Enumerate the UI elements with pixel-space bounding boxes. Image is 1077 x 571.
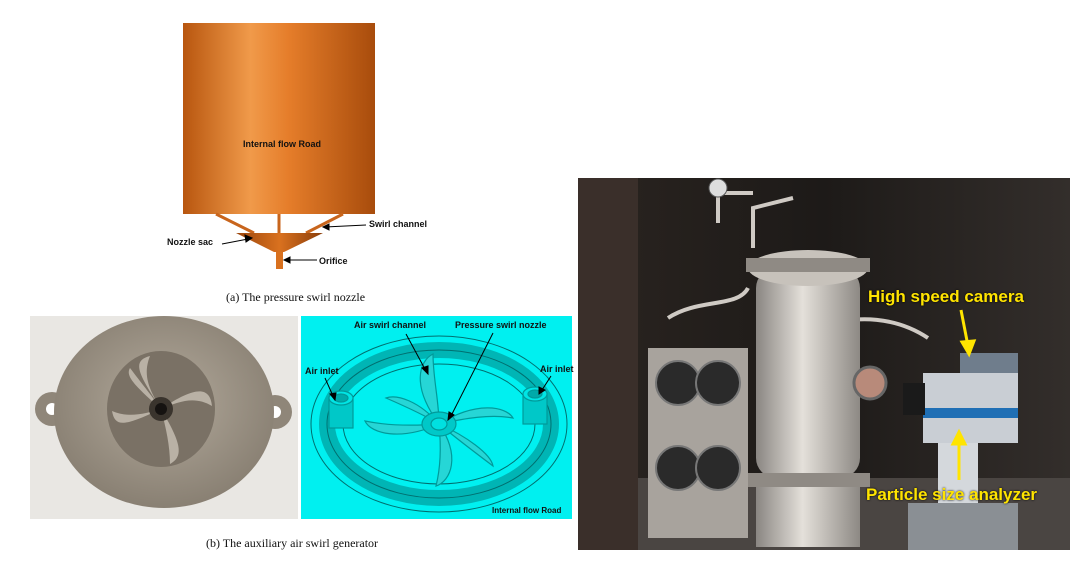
swirl-generator-photo bbox=[30, 316, 298, 519]
experimental-setup-photo bbox=[578, 178, 1070, 550]
pressure-swirl-nozzle-label: Pressure swirl nozzle bbox=[455, 320, 547, 330]
nozzle-diagram bbox=[183, 23, 375, 269]
nozzle-sac bbox=[236, 233, 323, 252]
orifice-label: Orifice bbox=[319, 256, 348, 266]
caption-b: (b) The auxiliary air swirl generator bbox=[206, 536, 379, 550]
air-inlet-left-label: Air inlet bbox=[305, 366, 339, 376]
swirl-generator-cad bbox=[301, 316, 572, 519]
particle-size-analyzer-label: Particle size analyzer bbox=[866, 485, 1038, 504]
swirl-channel-label: Swirl channel bbox=[369, 219, 428, 229]
caption-a: (a) The pressure swirl nozzle bbox=[226, 290, 366, 304]
orifice bbox=[276, 252, 283, 269]
internal-flow-cylinder bbox=[183, 23, 375, 214]
swirl-channels bbox=[215, 212, 344, 235]
label-arrows bbox=[221, 223, 367, 264]
internal-flow-label: Internal flow Road bbox=[243, 139, 322, 149]
high-speed-camera-label: High speed camera bbox=[868, 287, 1024, 306]
air-inlet-right-label: Air inlet bbox=[540, 364, 574, 374]
cad-flow-label: Internal flow Road bbox=[492, 506, 562, 515]
nozzle-sac-label: Nozzle sac bbox=[167, 237, 214, 247]
air-swirl-channel-label: Air swirl channel bbox=[354, 320, 427, 330]
